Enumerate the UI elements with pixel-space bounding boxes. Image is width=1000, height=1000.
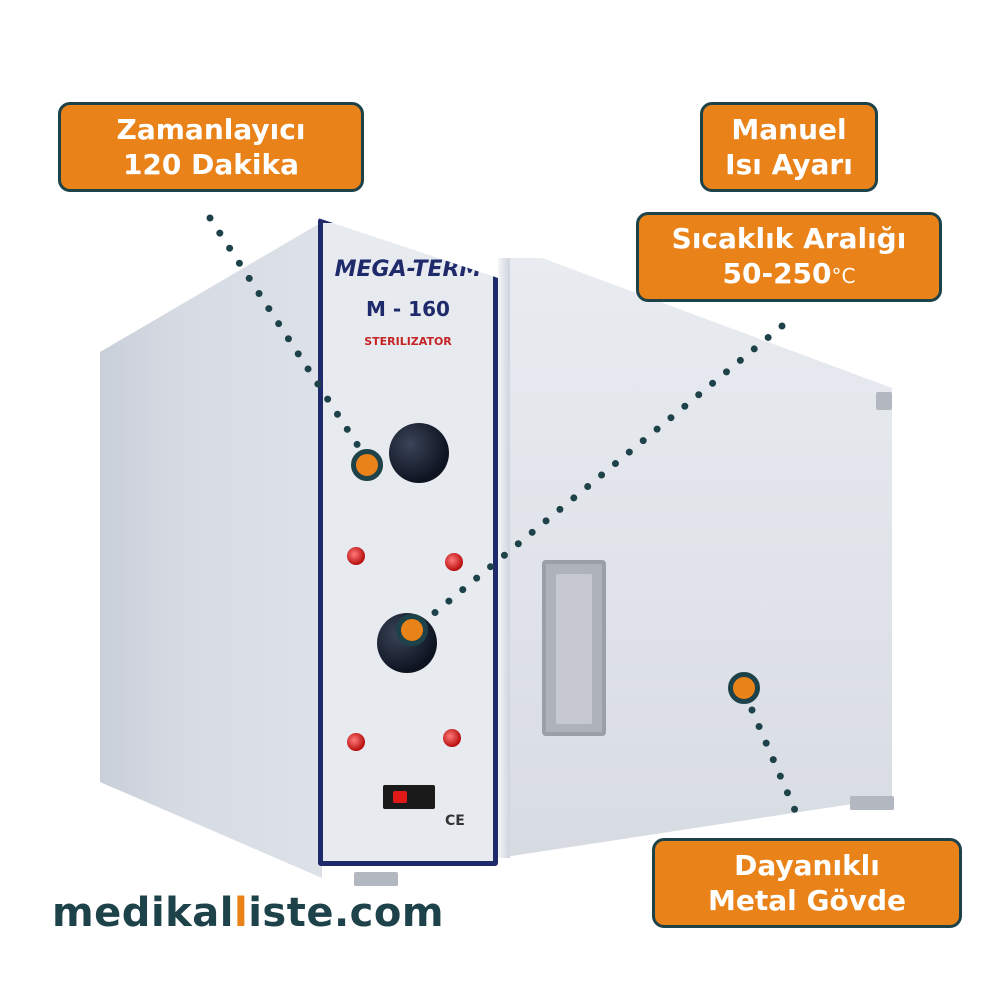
device-foot-left <box>354 872 398 886</box>
temp-connector <box>422 322 786 624</box>
durable-body-callout-line2: Metal Gövde <box>708 884 906 917</box>
power-switch[interactable] <box>383 785 435 809</box>
timer-connector <box>206 214 366 456</box>
thermostat-on-lamp <box>347 547 365 565</box>
model-label: M - 160 <box>366 297 450 321</box>
temperature-range-callout-line1: Sıcaklık Aralığı <box>671 221 907 255</box>
body-marker <box>728 672 760 704</box>
device-foot-right <box>850 796 894 810</box>
temperature-marker <box>396 614 428 646</box>
device-hinge <box>876 392 892 410</box>
door-handle-grip <box>556 574 592 724</box>
site-logo: medikalliste.com <box>52 890 444 936</box>
timer-marker <box>351 449 383 481</box>
site-letter-l: l <box>233 890 249 936</box>
timer-callout-line2: 120 Dakika <box>122 148 300 181</box>
timer-callout: Zamanlayıcı 120 Dakika <box>58 102 364 192</box>
temperature-range-value: 50-250 <box>722 256 832 290</box>
temperature-unit: °C <box>831 263 856 288</box>
temperature-range-callout: Sıcaklık Aralığı 50-250°C <box>636 212 942 302</box>
manual-heat-callout-line2: Isı Ayarı <box>725 148 853 181</box>
site-prefix: medikal <box>52 890 234 936</box>
manual-heat-callout: Manuel Isı Ayarı <box>700 102 878 192</box>
body-connector <box>748 706 804 826</box>
thermostat-off-lamp <box>445 553 463 571</box>
durable-body-callout-line1: Dayanıklı <box>734 849 880 882</box>
durable-body-callout: Dayanıklı Metal Gövde <box>652 838 962 928</box>
temperature-range-callout-line2: 50-250°C <box>722 256 855 294</box>
site-suffix: .com <box>333 890 445 936</box>
timer-knob[interactable] <box>389 423 449 483</box>
door-handle[interactable] <box>542 560 606 736</box>
timer-callout-line1: Zamanlayıcı <box>116 113 306 146</box>
power-lamp <box>443 729 461 747</box>
site-middle: iste <box>248 890 334 936</box>
type-label: STERILIZATOR <box>364 335 452 348</box>
device-side-panel <box>100 222 322 878</box>
manual-heat-callout-line1: Manuel <box>731 113 847 146</box>
ce-mark: CE <box>445 813 465 829</box>
standby-lamp <box>347 733 365 751</box>
